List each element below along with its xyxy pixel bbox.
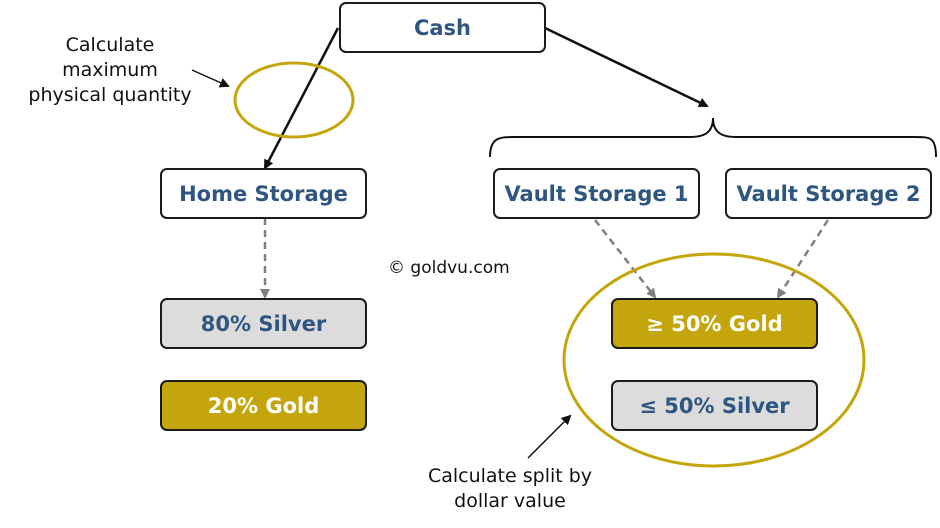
quantity-note-line-2: maximum [62, 59, 158, 81]
home-gold-allocation: 20% Gold [160, 380, 367, 431]
quantity-note-line-1: Calculate [65, 34, 155, 56]
vault-silver-allocation: ≤ 50% Silver [611, 380, 818, 431]
quantity-highlight-ellipse [233, 61, 355, 139]
dashed-arrow-vault2-to-gold [776, 219, 830, 299]
dashed-arrow-vault1-to-gold [594, 219, 657, 299]
split-note-line-1: Calculate split by [427, 465, 593, 487]
copyright-notice: © goldvu.com [388, 258, 510, 278]
home-storage-node: Home Storage [160, 168, 367, 219]
cash-node: Cash [339, 2, 546, 53]
vault-gold-allocation: ≥ 50% Gold [611, 298, 818, 349]
vault-storage-brace [489, 117, 937, 158]
home-silver-allocation: 80% Silver [160, 298, 367, 349]
split-note-pointer [527, 414, 572, 459]
vault-storage-2-node: Vault Storage 2 [725, 168, 932, 219]
quantity-note: Calculate maximum physical quantity [10, 33, 210, 108]
split-highlight-ellipse [562, 252, 866, 468]
quantity-note-line-3: physical quantity [28, 84, 192, 106]
quantity-note-pointer [191, 69, 230, 88]
split-note: Calculate split by dollar value [400, 464, 620, 514]
vault-storage-1-node: Vault Storage 1 [493, 168, 700, 219]
arrow-cash-to-home-storage [263, 27, 340, 170]
split-note-line-2: dollar value [454, 490, 566, 512]
arrow-cash-to-vault-storage [544, 26, 709, 108]
